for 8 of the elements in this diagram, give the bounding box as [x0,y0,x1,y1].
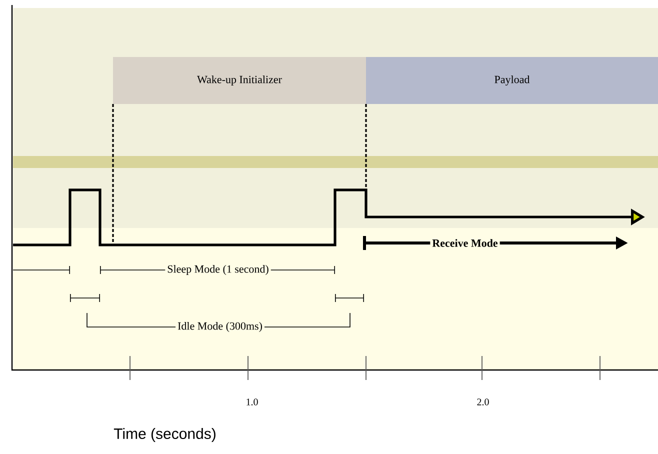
axis-title: Time (seconds) [114,428,216,442]
tick-label: 2.0 [477,398,489,406]
phase-box: Wake-up Initializer [113,57,366,104]
mode-label: Idle Mode (300ms) [176,320,264,334]
tick-label: 1.0 [246,398,258,406]
phase-box: Payload [366,57,658,104]
mode-label: Sleep Mode (1 second) [165,263,271,277]
mode-label: Receive Mode [430,237,500,249]
